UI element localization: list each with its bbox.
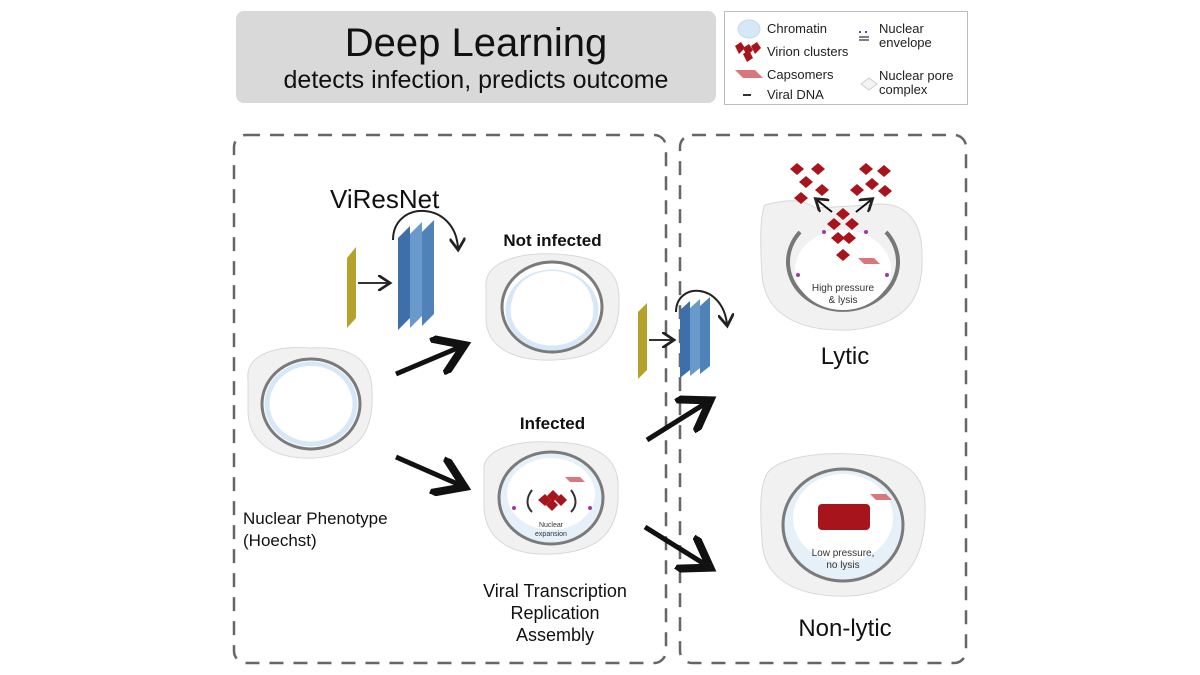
right-panel-border xyxy=(678,133,968,665)
virion-mass xyxy=(818,504,870,530)
virion-cluster xyxy=(538,490,567,511)
chromatin-icon xyxy=(737,19,761,39)
left-panel-border xyxy=(232,133,668,665)
nonlytic-label: Non-lytic xyxy=(798,615,892,642)
virion-burst xyxy=(790,163,892,261)
arrow-to-not-infected xyxy=(395,347,460,377)
input-layer xyxy=(347,247,356,328)
nonlytic-inner-label-2: no lysis xyxy=(826,560,859,571)
skip-connection-arrow xyxy=(392,209,458,248)
lytic-inner-label-1: High pressure xyxy=(812,283,875,294)
legend-virion-clusters: Virion clusters xyxy=(767,44,849,59)
viresnet-label: ViResNet xyxy=(330,184,440,214)
lytic-label: Lytic xyxy=(820,343,870,370)
legend-viral-dna: Viral DNA xyxy=(767,87,824,102)
diagram-subtitle: detects infection, predicts outcome xyxy=(283,66,669,94)
title-box: Deep Learning detects infection, predict… xyxy=(236,11,716,103)
capsomer xyxy=(565,477,585,482)
legend-nuclear-pore-2: complex xyxy=(879,82,928,97)
legend-nuclear-envelope-1: Nuclear xyxy=(879,21,924,36)
arrow-to-lytic xyxy=(645,403,706,443)
virion-cluster-icon xyxy=(735,42,761,62)
legend-chromatin: Chromatin xyxy=(767,21,827,36)
legend: Chromatin Virion clusters Capsomers Vira… xyxy=(724,11,968,105)
resnet-block-left xyxy=(347,209,458,330)
infected-label: Infected xyxy=(519,414,586,433)
legend-icons xyxy=(735,19,878,96)
capsomer-icon xyxy=(735,70,763,78)
resnet-block-right xyxy=(638,289,727,379)
diagram-title: Deep Learning xyxy=(344,21,608,65)
arrow-to-nonlytic xyxy=(643,524,706,565)
not-infected-label: Not infected xyxy=(503,231,602,250)
input-label: Nuclear Phenotype (Hoechst) xyxy=(243,508,388,552)
nuclear-pore-icon xyxy=(860,77,878,91)
nonlytic-inner-label-1: Low pressure, xyxy=(812,548,875,559)
not-infected-cell xyxy=(485,253,620,361)
infected-cell: Nuclear expansion xyxy=(483,441,619,555)
input-label-line2: (Hoechst) xyxy=(243,531,317,550)
process-label-line1: Viral Transcription xyxy=(483,581,627,601)
process-label-line3: Assembly xyxy=(515,625,595,645)
infected-inner-label-1: Nuclear xyxy=(539,522,564,529)
legend-nuclear-envelope-2: envelope xyxy=(879,35,932,50)
nonlytic-cell: Low pressure, no lysis xyxy=(760,453,926,597)
input-label-line1: Nuclear Phenotype xyxy=(243,509,388,528)
lytic-inner-label-2: & lysis xyxy=(829,295,858,306)
arrow-to-infected xyxy=(394,454,460,485)
infected-inner-label-2: expansion xyxy=(535,531,567,538)
legend-capsomers: Capsomers xyxy=(767,67,834,82)
input-cell xyxy=(247,346,373,459)
legend-nuclear-pore-1: Nuclear pore xyxy=(879,68,954,83)
process-label: Viral Transcription Replication Assembly xyxy=(455,580,655,646)
nuclear-envelope-icon xyxy=(859,31,869,41)
lytic-cell: High pressure & lysis xyxy=(760,163,923,331)
process-label-line2: Replication xyxy=(510,603,600,623)
